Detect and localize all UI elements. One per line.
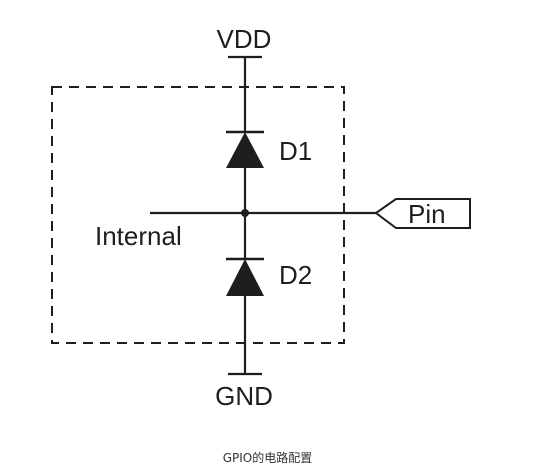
figure-caption: GPIO的电路配置 — [222, 451, 313, 465]
d1-diode-symbol — [226, 132, 264, 168]
pin-connector-symbol — [374, 198, 471, 229]
d2-label: D2 — [279, 260, 312, 290]
pin-label: Pin — [408, 199, 446, 229]
gnd-label: GND — [215, 381, 273, 411]
junction-node-dot — [241, 209, 249, 217]
vdd-label: VDD — [217, 24, 272, 54]
d2-diode-symbol — [226, 259, 264, 296]
internal-label: Internal — [95, 221, 182, 251]
chip-boundary-dashed — [51, 86, 345, 344]
d1-label: D1 — [279, 136, 312, 166]
